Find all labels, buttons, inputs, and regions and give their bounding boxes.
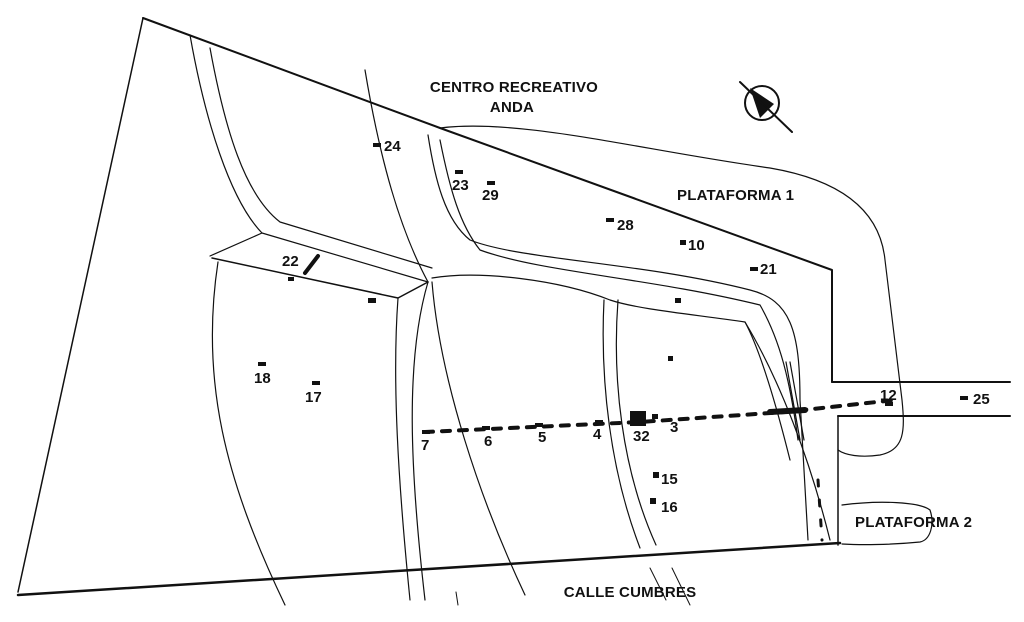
map-linework <box>16 17 1011 606</box>
point-label-6: 6 <box>484 433 492 450</box>
label-plataforma-1: PLATAFORMA 1 <box>677 187 794 204</box>
label-centro-line1: CENTRO RECREATIVO <box>430 79 598 96</box>
north-arrow-icon <box>739 81 793 133</box>
point-label-23: 23 <box>452 177 469 194</box>
point-label-12: 12 <box>880 387 897 404</box>
point-label-10: 10 <box>688 237 705 254</box>
point-label-28: 28 <box>617 217 634 234</box>
label-centro-line2: ANDA <box>490 99 534 116</box>
point-label-7: 7 <box>421 437 429 454</box>
point-label-4: 4 <box>593 426 602 443</box>
point-label-21: 21 <box>760 261 777 278</box>
point-label-5: 5 <box>538 429 546 446</box>
point-label-32: 32 <box>633 428 650 445</box>
point-label-25: 25 <box>973 391 990 408</box>
label-calle-cumbres: CALLE CUMBRES <box>564 584 697 601</box>
point-label-16: 16 <box>661 499 678 516</box>
point-label-17: 17 <box>305 389 322 406</box>
point-label-29: 29 <box>482 187 499 204</box>
point-label-24: 24 <box>384 138 401 155</box>
point-label-3: 3 <box>670 419 678 436</box>
point-label-18: 18 <box>254 370 271 387</box>
map-labels: CENTRO RECREATIVO ANDA PLATAFORMA 1 PLAT… <box>254 79 990 601</box>
point-label-22: 22 <box>282 253 299 270</box>
point-label-15: 15 <box>661 471 678 488</box>
label-plataforma-2: PLATAFORMA 2 <box>855 514 972 531</box>
